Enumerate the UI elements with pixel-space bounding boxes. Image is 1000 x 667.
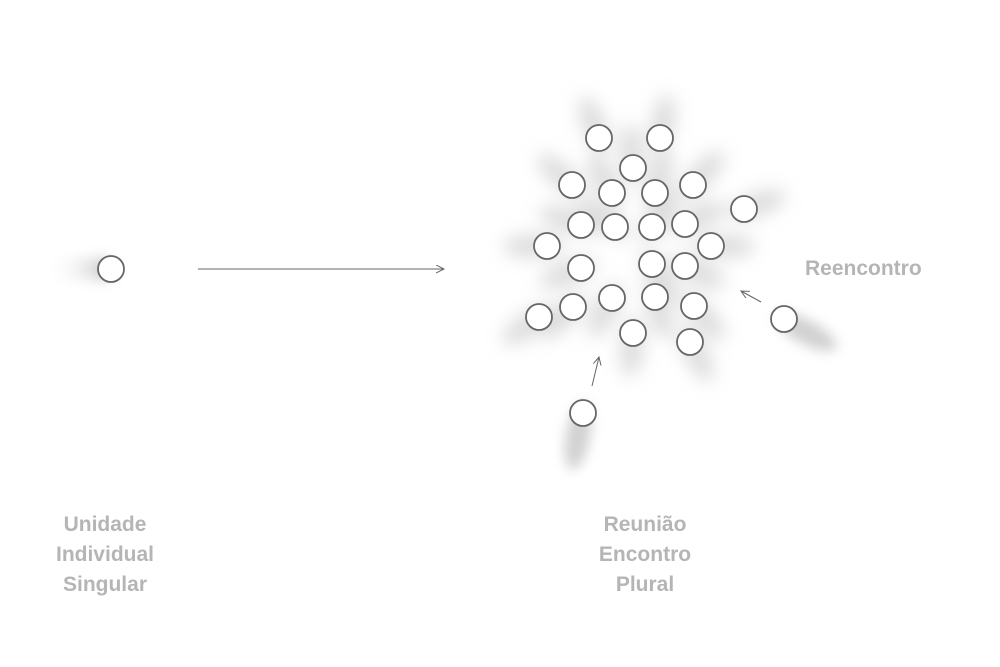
- cluster-node: [567, 254, 595, 282]
- label-center-line-1: Reunião: [603, 513, 687, 536]
- cluster-node: [619, 154, 647, 182]
- cluster-node: [679, 171, 707, 199]
- cluster-node: [533, 232, 561, 260]
- incoming-arrow-right: [741, 291, 762, 303]
- cluster-node: [638, 250, 666, 278]
- cluster-node: [585, 124, 613, 152]
- cluster-node: [671, 252, 699, 280]
- cluster-node: [641, 179, 669, 207]
- cluster-node: [598, 179, 626, 207]
- cluster-node: [638, 213, 666, 241]
- cluster-node: [676, 328, 704, 356]
- label-plural: Reunião Encontro Plural: [570, 510, 720, 600]
- cluster-node: [671, 210, 699, 238]
- cluster-node: [641, 283, 669, 311]
- cluster-node: [697, 232, 725, 260]
- label-individual: Unidade Individual Singular: [30, 510, 180, 600]
- label-left-line-2: Individual: [55, 543, 154, 566]
- label-left-line-1: Unidade: [63, 513, 147, 536]
- cluster-node: [567, 211, 595, 239]
- cluster-node: [730, 195, 758, 223]
- label-reencontro: Reencontro: [805, 257, 922, 280]
- cluster-node: [525, 303, 553, 331]
- single-node-tail: [48, 258, 110, 280]
- incoming-arrow-bottom: [591, 357, 599, 387]
- incoming-node-right: [770, 305, 798, 333]
- cluster-nodes: [525, 124, 758, 356]
- incoming-node-bottom: [569, 399, 597, 427]
- cluster-node: [619, 319, 647, 347]
- single-node: [97, 255, 125, 283]
- cluster-node: [558, 171, 586, 199]
- cluster-node: [680, 292, 708, 320]
- cluster-node: [601, 213, 629, 241]
- cluster-node: [559, 293, 587, 321]
- label-center-line-2: Encontro: [598, 543, 692, 566]
- cluster-node: [646, 124, 674, 152]
- label-center-line-3: Plural: [615, 573, 675, 596]
- label-left-line-3: Singular: [62, 573, 147, 596]
- cluster-node: [598, 284, 626, 312]
